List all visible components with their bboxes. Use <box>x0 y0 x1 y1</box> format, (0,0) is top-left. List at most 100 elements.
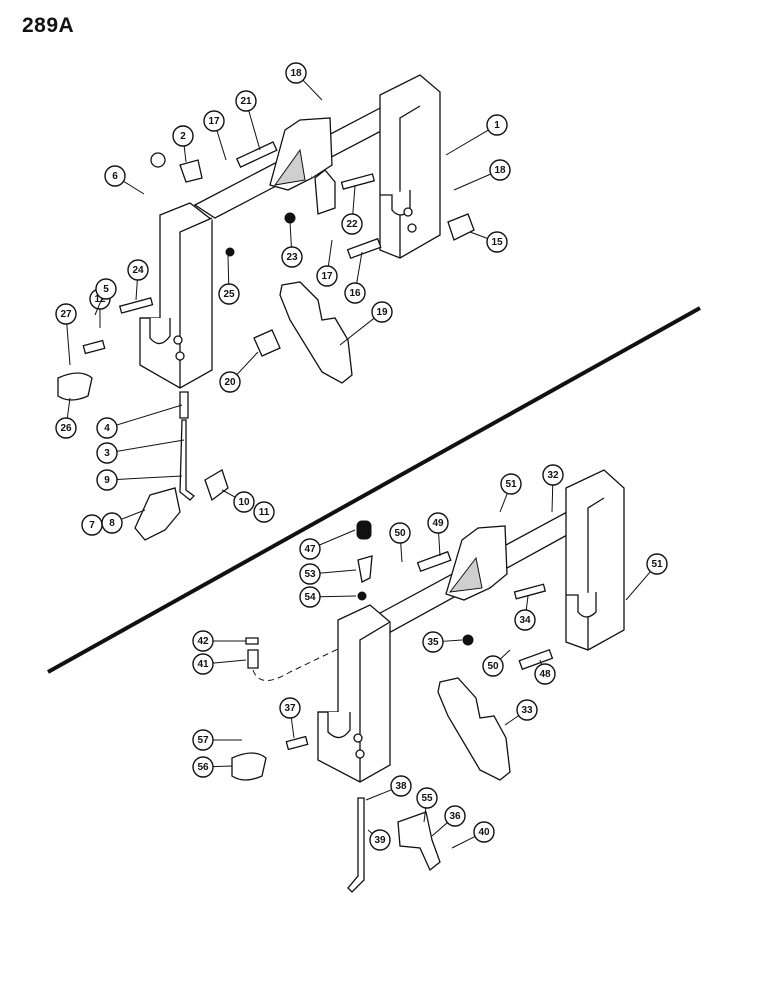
callout-circle <box>344 282 366 304</box>
cap-47 <box>356 520 372 540</box>
upper-callout-8: 8 <box>101 512 123 534</box>
leader-line <box>66 323 71 366</box>
leader-line <box>356 251 363 284</box>
leader-line <box>121 509 146 520</box>
lower-callout-47: 47 <box>299 538 321 560</box>
callout-circle <box>203 110 225 132</box>
callout-circle <box>192 630 214 652</box>
lower-callout-34: 34 <box>514 609 536 631</box>
lower-callout-54: 54 <box>299 586 321 608</box>
hook-plate-33 <box>437 677 511 781</box>
leader-line <box>319 569 357 574</box>
leader-line <box>66 397 71 419</box>
upper-callout-2: 2 <box>172 125 194 147</box>
plate-10-11 <box>204 469 229 502</box>
leader-line <box>221 489 236 498</box>
upper-callout-9: 9 <box>96 469 118 491</box>
callout-circle <box>104 165 126 187</box>
callout-number: 11 <box>259 507 270 518</box>
lower-callout-53: 53 <box>299 563 321 585</box>
callout-circle <box>486 114 508 136</box>
callout-number: 3 <box>104 448 110 459</box>
callout-number: 54 <box>304 592 316 603</box>
callout-circle <box>127 259 149 281</box>
leader-line <box>423 807 427 823</box>
leader-line <box>499 493 508 513</box>
leader-line <box>551 484 554 513</box>
callout-circle <box>371 301 393 323</box>
lower-callout-57: 57 <box>192 729 214 751</box>
lower-callout-50: 50 <box>389 522 411 544</box>
callout-number: 2 <box>180 131 186 142</box>
callout-number: 19 <box>376 307 388 318</box>
lower-callout-55: 55 <box>416 787 438 809</box>
callout-circle <box>96 469 118 491</box>
upper-callout-3: 3 <box>96 442 118 464</box>
upper-callout-5: 5 <box>95 278 117 300</box>
leader-line <box>525 595 529 611</box>
callout-number: 10 <box>238 497 250 508</box>
callout-circle <box>514 609 536 631</box>
leader-line <box>248 110 261 151</box>
callout-number: 47 <box>304 544 316 555</box>
callout-number: 55 <box>421 793 433 804</box>
callout-circle <box>96 417 118 439</box>
callout-circle <box>172 125 194 147</box>
lower-callout-33: 33 <box>516 699 538 721</box>
pin-37 <box>285 735 309 751</box>
callout-circle <box>192 653 214 675</box>
upper-callout-17: 17 <box>203 110 225 132</box>
callout-circle <box>516 699 538 721</box>
leader-line <box>499 649 511 660</box>
upper-callout-27: 27 <box>55 303 77 325</box>
callout-number: 34 <box>519 615 531 626</box>
callout-number: 37 <box>284 703 296 714</box>
callout-number: 40 <box>478 827 490 838</box>
callout-number: 51 <box>651 559 663 570</box>
callout-number: 6 <box>112 171 118 182</box>
callout-number: 26 <box>60 423 72 434</box>
upper-callout-24: 24 <box>127 259 149 281</box>
callout-circle <box>299 538 321 560</box>
leader-line <box>352 185 356 215</box>
callout-number: 42 <box>197 636 209 647</box>
callout-number: 39 <box>374 835 386 846</box>
callout-circle <box>486 231 508 253</box>
callout-number: 38 <box>395 781 407 792</box>
nut-54 <box>357 591 367 601</box>
upper-callout-17: 17 <box>316 265 338 287</box>
callout-number: 18 <box>494 165 506 176</box>
callout-circle <box>299 586 321 608</box>
leader-line <box>451 836 476 849</box>
callout-circle <box>253 501 275 523</box>
leader-line <box>339 317 375 346</box>
pin-48 <box>518 648 554 671</box>
rod-3 <box>179 419 195 501</box>
lower-callout-38: 38 <box>390 775 412 797</box>
callout-number: 5 <box>103 284 109 295</box>
callout-number: 51 <box>505 479 517 490</box>
upper-callout-20: 20 <box>219 371 241 393</box>
lower-callout-41: 41 <box>192 653 214 675</box>
callout-number: 7 <box>89 520 95 531</box>
leader-line <box>625 571 651 601</box>
callout-circle <box>279 697 301 719</box>
latch-36 <box>397 811 441 872</box>
upper-callout-10: 10 <box>233 491 255 513</box>
callout-circle <box>281 246 303 268</box>
callout-number: 20 <box>224 377 236 388</box>
callout-circle <box>534 663 556 685</box>
leader-line <box>445 129 489 156</box>
callout-number: 12 <box>94 294 106 305</box>
callout-number: 17 <box>321 271 333 282</box>
upper-callout-18: 18 <box>489 159 511 181</box>
callout-circle <box>646 553 668 575</box>
spring-4 <box>179 391 189 419</box>
lower-callout-51: 51 <box>500 473 522 495</box>
upper-callout-21: 21 <box>235 90 257 112</box>
callout-circle <box>444 805 466 827</box>
leader-line <box>319 595 357 598</box>
callout-number: 35 <box>427 637 439 648</box>
callout-number: 56 <box>197 762 209 773</box>
